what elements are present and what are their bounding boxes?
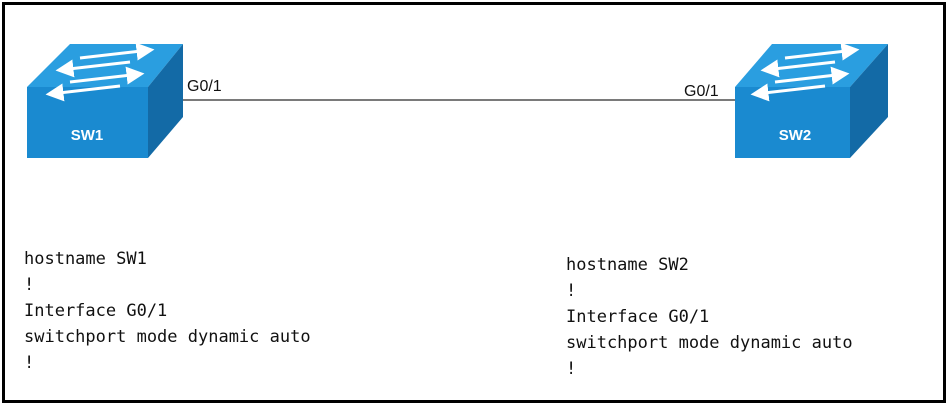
config-line: !: [566, 359, 577, 379]
switch-icon: [735, 42, 888, 158]
config-line: switchport mode dynamic auto: [24, 327, 311, 347]
config-line: !: [566, 281, 577, 301]
switch-label-sw2: SW2: [779, 127, 812, 144]
config-line: hostname SW1: [24, 249, 147, 269]
config-line: switchport mode dynamic auto: [566, 333, 853, 353]
switch-sw2[interactable]: SW2 G0/1: [684, 42, 888, 158]
arrows-icon: [750, 42, 860, 102]
port-label-sw2: G0/1: [684, 83, 719, 100]
config-line: Interface G0/1: [566, 307, 710, 327]
arrows-icon: [45, 42, 155, 102]
port-label-sw1: G0/1: [187, 78, 222, 95]
config-line: hostname SW2: [566, 255, 689, 275]
config-sw2: hostname SW2! Interface G0/1 switchport mo…: [566, 252, 853, 382]
config-sw1: hostname SW1! Interface G0/1 switchport mo…: [24, 246, 311, 376]
switch-icon: [27, 42, 183, 158]
config-line: Interface G0/1: [24, 301, 168, 321]
switch-label-sw1: SW1: [71, 127, 104, 144]
config-line: !: [24, 353, 35, 373]
config-line: !: [24, 275, 35, 295]
switch-sw1[interactable]: SW1 G0/1: [27, 42, 222, 158]
